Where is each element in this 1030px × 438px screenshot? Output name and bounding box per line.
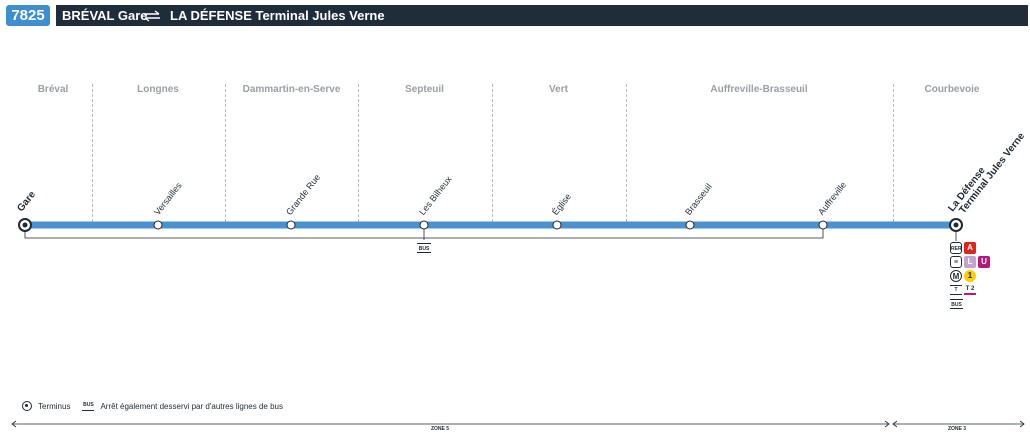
commune-label: Bréval bbox=[37, 84, 69, 95]
train-connection: ≡ L U bbox=[950, 256, 990, 268]
stop-eglise[interactable] bbox=[552, 220, 562, 230]
terminus-legend-icon bbox=[22, 401, 32, 411]
terminus-marker-dot bbox=[953, 222, 959, 228]
commune-label: Dammartin-en-Serve bbox=[242, 84, 341, 95]
terminus-marker-dot bbox=[22, 222, 28, 228]
route-title-bar: BRÉVAL Gare LA DÉFENSE Terminal Jules Ve… bbox=[56, 5, 1028, 26]
train-line-badge: U bbox=[978, 256, 990, 268]
metro-connection: M 1 bbox=[950, 270, 976, 282]
commune-separator bbox=[626, 84, 627, 222]
stop-grande-rue[interactable] bbox=[286, 220, 296, 230]
rer-icon: RER bbox=[950, 242, 962, 254]
tram-connection: T T 2 bbox=[950, 285, 976, 297]
route-number-badge: 7825 bbox=[6, 5, 50, 26]
stop-auffreville[interactable] bbox=[818, 220, 828, 230]
stop-la-defense[interactable] bbox=[949, 218, 963, 232]
stop-versailles[interactable] bbox=[153, 220, 163, 230]
zone-label: ZONE 5 bbox=[430, 426, 450, 432]
commune-separator bbox=[225, 84, 226, 222]
stop-gare[interactable] bbox=[18, 218, 32, 232]
commune-separator bbox=[893, 84, 894, 222]
commune-label: Septeuil bbox=[405, 84, 444, 95]
stop-brasseuil[interactable] bbox=[685, 220, 695, 230]
bus-connection-icon: BUS bbox=[950, 299, 963, 309]
tram-line-badge: T 2 bbox=[964, 285, 976, 295]
stop-les-bilheux[interactable] bbox=[419, 220, 429, 230]
bus-connection-icon: BUS bbox=[417, 243, 431, 253]
route-origin: BRÉVAL Gare bbox=[62, 8, 148, 23]
two-way-arrows-icon bbox=[144, 10, 160, 22]
legend: Terminus BUS Arrêt également desservi pa… bbox=[22, 400, 283, 412]
commune-separator bbox=[358, 84, 359, 222]
rer-line-badge: A bbox=[964, 242, 976, 254]
commune-separator bbox=[92, 84, 93, 222]
legend-bus-label: Arrêt également desservi par d'autres li… bbox=[100, 401, 283, 411]
metro-line-badge: 1 bbox=[964, 270, 976, 282]
train-line-badge: L bbox=[964, 256, 976, 268]
commune-label: Auffreville-Brasseuil bbox=[710, 84, 808, 95]
metro-icon: M bbox=[950, 270, 962, 282]
commune-label: Vert bbox=[549, 84, 568, 95]
route-header: 7825 BRÉVAL Gare LA DÉFENSE Terminal Jul… bbox=[6, 5, 1028, 26]
commune-label: Courbevoie bbox=[924, 84, 980, 95]
bus-legend-icon: BUS bbox=[82, 401, 95, 411]
zone-5-arrows-icon bbox=[11, 420, 890, 428]
tram-icon: T bbox=[950, 285, 962, 295]
zone-label: ZONE 3 bbox=[947, 426, 967, 432]
commune-label: Longnes bbox=[137, 84, 179, 95]
rer-connection: RER A bbox=[950, 242, 976, 254]
commune-separator bbox=[492, 84, 493, 222]
train-icon: ≡ bbox=[950, 256, 962, 268]
zone-3-arrows-icon bbox=[892, 420, 1025, 428]
legend-terminus-label: Terminus bbox=[38, 401, 71, 411]
route-destination: LA DÉFENSE Terminal Jules Verne bbox=[170, 8, 385, 23]
